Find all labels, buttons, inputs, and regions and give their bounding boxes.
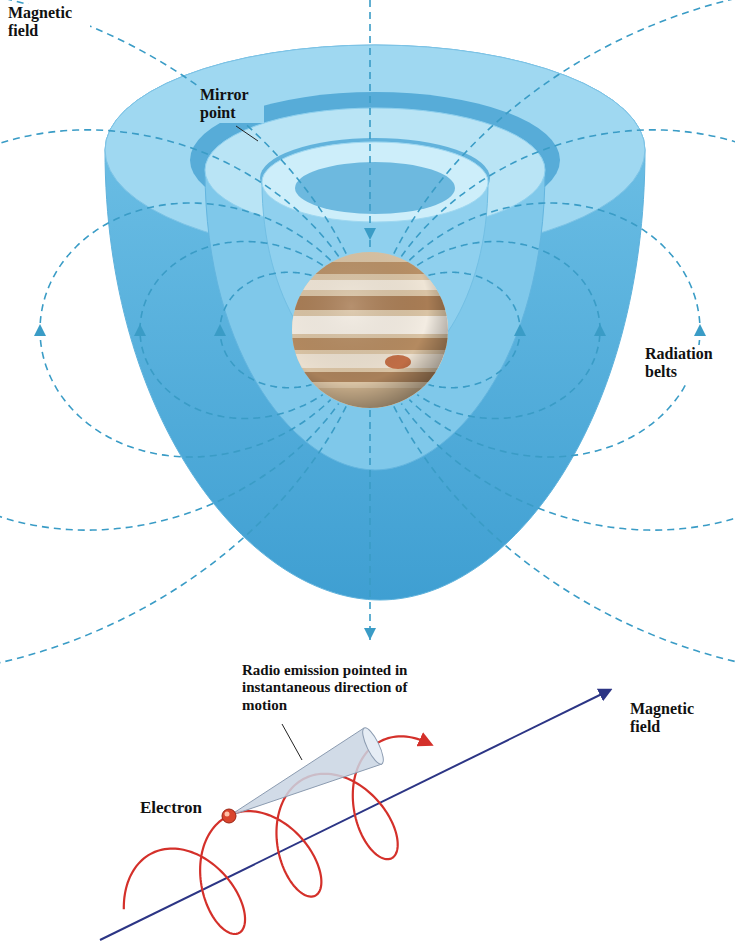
electron	[222, 809, 236, 823]
middle-belt-top	[205, 108, 545, 232]
leader-line	[282, 724, 302, 760]
field-arrow	[134, 324, 146, 336]
electron-label: Electron	[138, 798, 204, 818]
field-line	[369, 410, 371, 640]
field-line	[369, 0, 371, 250]
emission-label: Radio emission pointed in instantaneous …	[240, 662, 449, 714]
field-line	[409, 203, 700, 457]
jupiter	[290, 250, 450, 410]
field-arrow	[594, 324, 606, 336]
field-arrow	[364, 228, 376, 240]
field-arrow	[364, 628, 376, 640]
field-line	[401, 130, 735, 530]
electron-path	[124, 736, 428, 934]
emission-cone	[229, 728, 382, 816]
field-axis	[100, 690, 610, 940]
electron-spiral	[100, 690, 610, 940]
field-arrow	[694, 324, 706, 336]
emission-cone-end	[359, 725, 387, 766]
leader-line	[236, 126, 258, 141]
field-line	[40, 203, 331, 457]
field-label: Magnetic field	[628, 700, 714, 737]
middle-belt	[205, 108, 545, 470]
electron-highlight	[225, 812, 230, 817]
field-label: Magnetic field	[6, 4, 90, 41]
mirror-point-label: Mirror point	[198, 86, 264, 123]
field-arrow	[514, 324, 526, 336]
belts-label: Radiation belts	[643, 345, 729, 382]
field-arrows	[34, 228, 706, 640]
field-lines	[0, 0, 735, 676]
field-line	[0, 130, 339, 530]
field-arrow	[214, 324, 226, 336]
field-arrow	[34, 324, 46, 336]
